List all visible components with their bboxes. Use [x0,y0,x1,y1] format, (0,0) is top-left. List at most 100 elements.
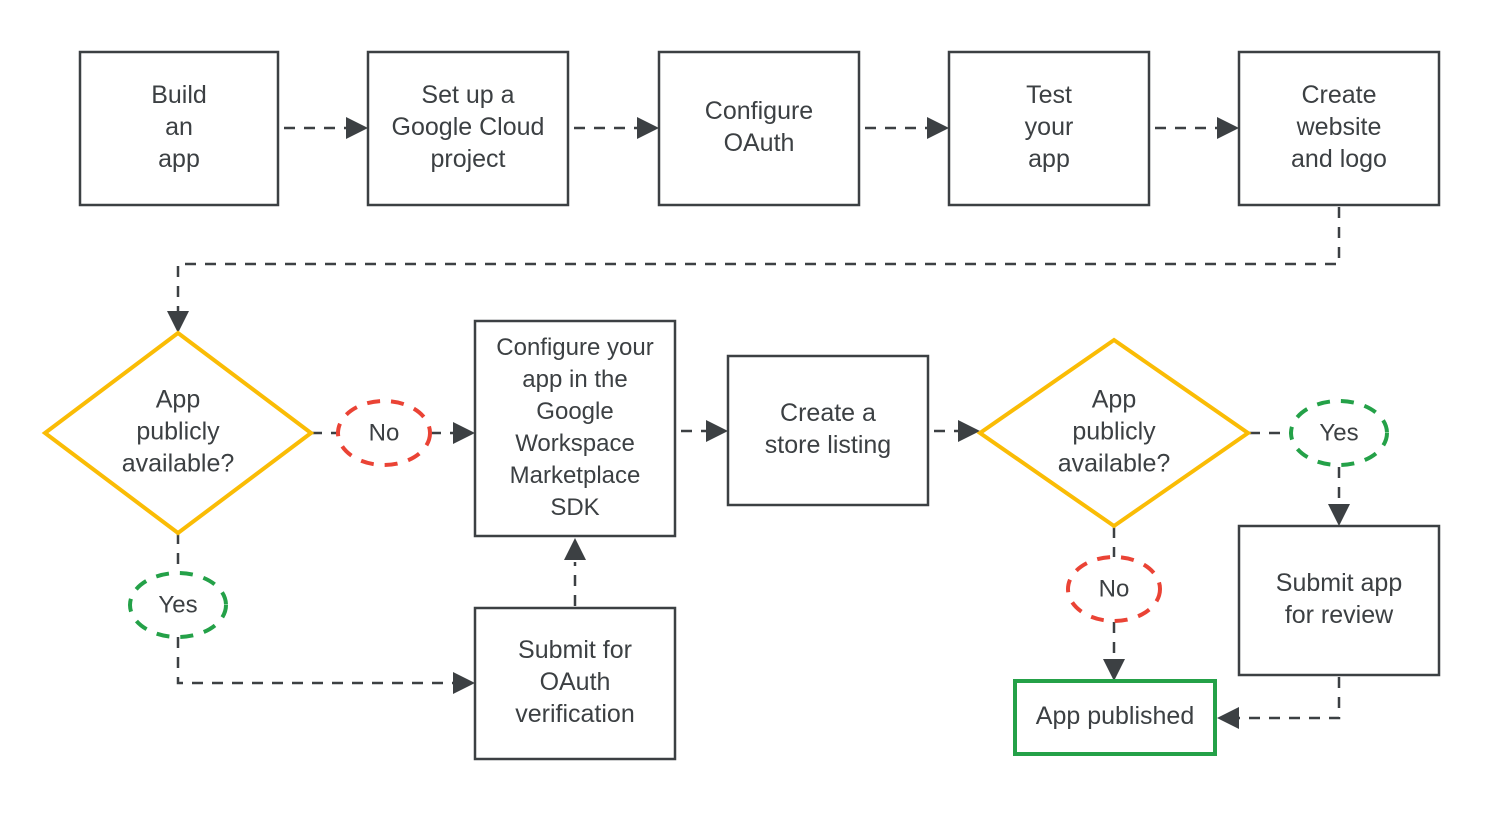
edge-label-text: Yes [158,591,197,618]
arrow-head-icon [453,672,475,694]
node-text-line: available? [1058,450,1171,478]
edge-sdk-to-store-listing [681,420,728,442]
edge-line [176,533,455,685]
node-text-line: OAuth [724,129,795,157]
node-text-line: store listing [765,431,891,459]
process-box-shape [366,50,570,207]
node-text-line: your [1025,113,1074,141]
process-box-shape [78,50,280,207]
process-box-shape [657,50,861,207]
node-text-line: app [158,145,200,173]
node-text-line: OAuth [540,668,611,696]
process-box-shape [1237,524,1441,677]
edge-label-no-right: No [1066,555,1162,623]
edge-create-website-to-decision-left [167,207,1341,333]
node-text-line: app [1028,145,1070,173]
node-text-line: Create a [780,399,876,427]
edge-line [176,207,1341,313]
node-set-up-google-cloud-project[interactable]: Set up a Google Cloud project [366,50,570,207]
node-text-line: for review [1285,601,1394,629]
node-text-line: website [1296,113,1382,141]
edge-decision-left-yes-to-oauth-verification [176,533,475,694]
node-submit-app-for-review[interactable]: Submit app for review [1237,524,1441,677]
edge-oauth-to-test [865,117,949,139]
decision-diamond-shape [976,337,1252,529]
arrow-head-icon [453,422,475,444]
node-text-line: Marketplace [510,462,641,489]
edge-submit-review-to-app-published [1217,677,1341,729]
process-box-shape [473,319,677,538]
arrow-head-icon [1217,117,1239,139]
arrow-head-icon [564,538,586,560]
process-box-shape [1237,50,1441,207]
node-text-line: Create [1301,81,1376,109]
edge-label-text: Yes [1319,419,1358,446]
edge-oauth-verification-to-sdk [564,538,586,606]
node-text-line: SDK [550,494,599,521]
node-create-a-store-listing[interactable]: Create a store listing [726,354,930,507]
arrow-head-icon [167,311,189,333]
node-text-line: Submit app [1276,569,1402,597]
terminal-box-shape [1013,679,1217,756]
process-box-shape [947,50,1151,207]
edge-label-ellipse [336,399,432,467]
node-text-line: Configure [705,97,813,125]
edge-label-ellipse [128,571,228,639]
node-text-line: and logo [1291,145,1387,173]
node-text-line: app in the [522,366,627,393]
arrow-head-icon [1328,504,1350,526]
edge-line [1239,677,1341,720]
node-text-line: Google [536,398,613,425]
node-text-line: Workspace [515,430,635,457]
process-box-shape [473,606,677,761]
process-box-shape [726,354,930,507]
edge-store-listing-to-decision-right [934,420,980,442]
node-text-line: publicly [136,418,220,446]
node-text-line: verification [515,700,635,728]
node-text-line: Set up a [421,81,514,109]
edge-line [1249,431,1341,504]
node-text-line: Google Cloud [392,113,545,141]
edge-label-text: No [369,419,400,446]
node-app-publicly-available-right[interactable]: App publicly available? [976,337,1252,529]
arrow-head-icon [927,117,949,139]
node-app-publicly-available-left[interactable]: App publicly available? [41,330,315,536]
node-text-line: available? [122,450,235,478]
edge-label-yes-right: Yes [1289,399,1389,467]
node-text-line: Submit for [518,636,632,664]
arrow-head-icon [637,117,659,139]
edge-label-yes-left: Yes [128,571,228,639]
node-text-line: App [1092,386,1136,414]
arrow-head-icon [1217,707,1239,729]
edge-decision-right-no-to-app-published [1103,527,1125,681]
arrow-head-icon [706,420,728,442]
node-create-website-and-logo[interactable]: Create website and logo [1237,50,1441,207]
decision-diamond-shape [41,330,315,536]
node-text-line: Test [1026,81,1072,109]
edge-test-to-create-website [1155,117,1239,139]
node-app-published[interactable]: App published [1013,679,1217,756]
node-test-your-app[interactable]: Test your app [947,50,1151,207]
edge-label-no-left: No [336,399,432,467]
node-text-line: an [165,113,193,141]
arrow-head-icon [958,420,980,442]
edge-label-ellipse [1066,555,1162,623]
node-text-line: App [156,386,200,414]
edges-layer [167,117,1350,729]
edge-decision-right-yes-to-submit-review [1249,431,1350,526]
edge-setup-to-oauth [574,117,659,139]
edge-label-text: No [1099,575,1130,602]
node-text-line: project [430,145,505,173]
arrow-head-icon [346,117,368,139]
edge-label-ellipse [1289,399,1389,467]
node-text-line: App published [1036,702,1194,730]
arrow-head-icon [1103,659,1125,681]
node-text-line: publicly [1072,418,1156,446]
